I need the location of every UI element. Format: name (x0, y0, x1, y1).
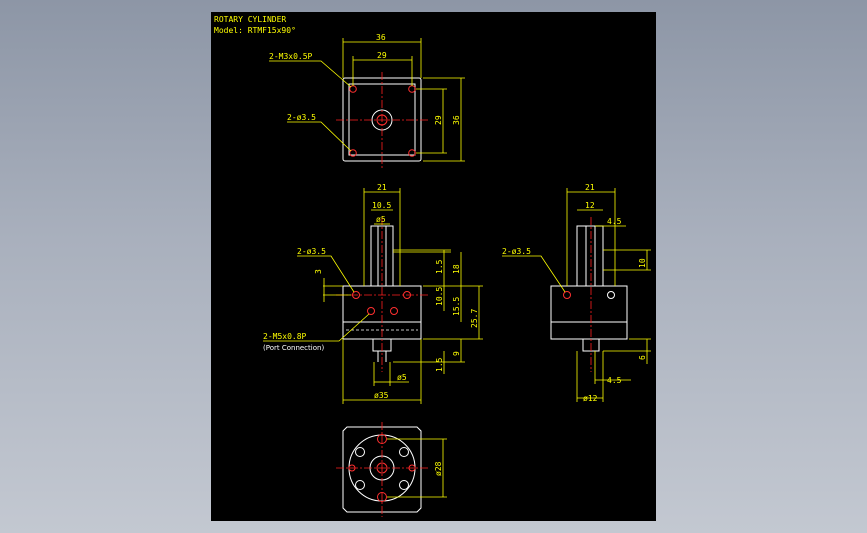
side-shaft-housing (576, 225, 604, 287)
title-line-2: Model: RTMF15x90° (214, 26, 296, 35)
bottom-view-center-hole (376, 462, 388, 474)
dim-front-9: 9 (452, 351, 461, 356)
dim-top-36-h: 36 (452, 115, 461, 125)
dim-bottom-28: ø28 (434, 461, 443, 476)
front-port-r (390, 307, 398, 315)
dim-front-15-5: 15.5 (452, 297, 461, 316)
side-hole-r (607, 291, 615, 299)
dim-front-10-5: 10.5 (372, 201, 391, 210)
dim-front-21: 21 (377, 183, 387, 192)
side-body (550, 285, 628, 323)
dim-side-6: 6 (638, 355, 647, 360)
callout-front-port: 2-M5x0.8P (263, 332, 307, 341)
side-view: 21 12 4.5 10 6 4.5 ø12 2-ø3.5 (502, 183, 651, 403)
dim-top-29-w: 29 (377, 51, 387, 60)
callout-top-hole: 2-ø3.5 (287, 113, 316, 122)
top-view-hole-bl (349, 149, 357, 157)
dim-side-12-bot: ø12 (583, 394, 598, 403)
dim-front-bottom-shaft: ø5 (397, 373, 407, 382)
dim-front-3: 3 (314, 269, 323, 274)
dim-side-10: 10 (638, 258, 647, 268)
dim-front-base: ø35 (374, 391, 389, 400)
side-body-lower (550, 321, 628, 340)
dim-front-25-7: 25.7 (470, 309, 479, 328)
top-view: 36 29 29 36 2-M3x0.5P 2-ø3.5 (269, 33, 465, 168)
dim-front-1-5-top: 1.5 (435, 259, 444, 274)
dim-top-36-w: 36 (376, 33, 386, 42)
callout-top-tap: 2-M3x0.5P (269, 52, 313, 61)
dim-side-4-5-top: 4.5 (607, 217, 622, 226)
top-view-hole-tr (408, 85, 416, 93)
dim-front-1-5-bot: 1.5 (435, 357, 444, 372)
dim-front-10-5-v: 10.5 (435, 287, 444, 306)
side-hole-l (563, 291, 571, 299)
front-view: 21 10.5 ø5 1.5 18 10.5 15.5 25.7 9 1.5 3 (263, 183, 483, 404)
dim-side-4-5-bot: 4.5 (607, 376, 622, 385)
dim-front-shaft-d: ø5 (376, 215, 386, 224)
dim-front-18: 18 (452, 264, 461, 274)
drawing-sheet: ROTARY CYLINDER Model: RTMF15x90° 36 29 … (211, 12, 656, 521)
cad-drawing: ROTARY CYLINDER Model: RTMF15x90° 36 29 … (214, 15, 651, 517)
title-line-1: ROTARY CYLINDER (214, 15, 286, 24)
callout-front-port-note: (Port Connection) (263, 344, 324, 352)
bottom-view: ø28 (336, 422, 447, 517)
callout-front-hole: 2-ø3.5 (297, 247, 326, 256)
bottom-view-body (342, 426, 422, 513)
top-view-hole-br (408, 149, 416, 157)
callout-side-hole: 2-ø3.5 (502, 247, 531, 256)
front-port-l (367, 307, 375, 315)
dim-top-29-h: 29 (434, 115, 443, 125)
dim-side-21: 21 (585, 183, 595, 192)
dim-side-12: 12 (585, 201, 595, 210)
